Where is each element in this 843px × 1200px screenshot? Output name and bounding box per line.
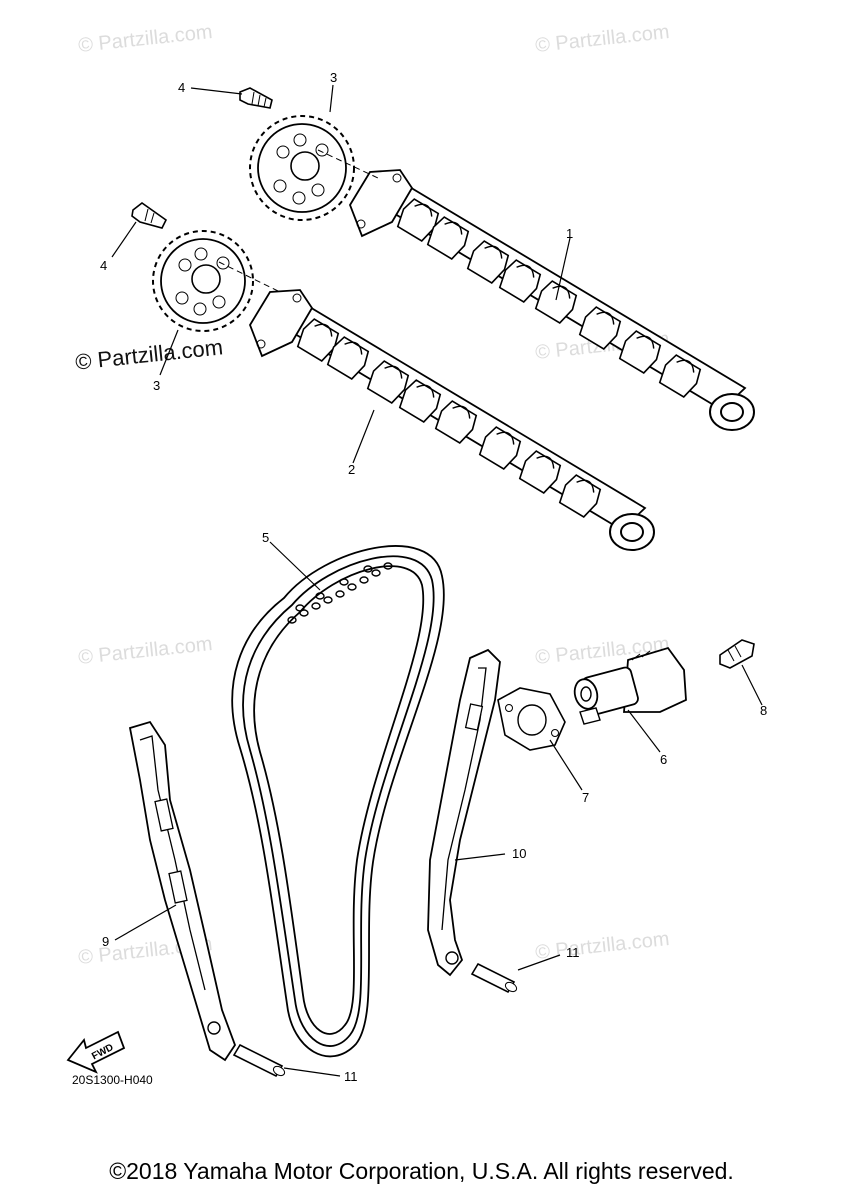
callout-11-left: 11 [344, 1069, 358, 1084]
chain-guide-right [427, 648, 501, 977]
camshaft-lower [249, 289, 655, 551]
cam-chain-tensioner [573, 646, 687, 725]
callout-2: 2 [348, 462, 356, 477]
tensioner-gasket [497, 687, 566, 751]
callout-4-lower: 4 [100, 258, 108, 273]
callout-3-lower: 3 [153, 378, 161, 393]
guide-pin-right [470, 962, 518, 994]
callout-4-upper: 4 [178, 80, 186, 95]
chain-guide-left [128, 720, 237, 1062]
tensioner-bolt [719, 639, 755, 669]
cam-chain [231, 545, 445, 1058]
callout-6: 6 [660, 752, 668, 767]
camshaft-upper [349, 169, 755, 431]
diagram-reference-code: 20S1300-H040 [72, 1073, 153, 1087]
callout-8: 8 [760, 703, 768, 718]
guide-pin-left [232, 1043, 286, 1078]
camshaft-sprocket-lower [152, 230, 254, 332]
callout-5: 5 [262, 530, 270, 545]
sprocket-bolt-upper [239, 87, 273, 109]
callout-10: 10 [512, 846, 527, 861]
callout-1: 1 [566, 226, 574, 241]
camshaft-sprocket-upper [249, 115, 355, 221]
callout-11-right: 11 [566, 945, 580, 960]
sprocket-bolt-lower [131, 202, 168, 229]
fwd-arrow-icon [66, 1030, 126, 1074]
callout-3-upper: 3 [330, 70, 338, 85]
callout-9: 9 [102, 934, 110, 949]
callout-7: 7 [582, 790, 590, 805]
leader-lines [111, 84, 763, 1077]
copyright-footer: ©2018 Yamaha Motor Corporation, U.S.A. A… [109, 1158, 734, 1184]
